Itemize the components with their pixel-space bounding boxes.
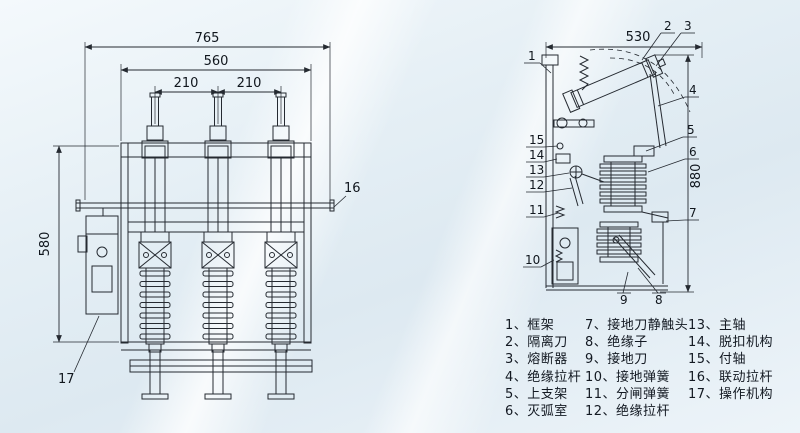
opening-spring xyxy=(554,205,566,219)
svg-text:12: 12 xyxy=(529,178,544,192)
pole-left xyxy=(138,92,172,353)
dim-210-left-label: 210 xyxy=(174,76,199,91)
callout-1: 1 xyxy=(524,49,552,74)
legend-item-1: 1、框架 xyxy=(505,318,555,333)
callout-9: 9 xyxy=(617,271,631,307)
callout-linkage-rod: 16 xyxy=(333,181,361,208)
svg-text:11: 11 xyxy=(529,203,544,217)
legend-item-14: 14、脱扣机构 xyxy=(688,335,774,351)
legend-item-7: 7、接地刀静触头 xyxy=(585,318,689,333)
legend-item-16: 16、联动拉杆 xyxy=(688,369,774,385)
top-spring xyxy=(578,55,590,91)
svg-text:9: 9 xyxy=(620,293,628,307)
legend-item-11: 11、分闸弹簧 xyxy=(585,386,671,402)
callout-14: 14 xyxy=(526,148,558,163)
svg-text:8: 8 xyxy=(655,293,663,307)
insulating-pull-rod xyxy=(649,70,667,149)
legend-item-3: 3、熔断器 xyxy=(505,352,568,368)
pole-right xyxy=(264,92,298,353)
legend-item-12: 12、绝缘拉杆 xyxy=(585,403,671,419)
callout-15: 15 xyxy=(526,133,559,148)
earthing-static-contact xyxy=(641,211,669,284)
legend-item-13: 13、主轴 xyxy=(688,318,747,333)
dim-530-label: 530 xyxy=(626,30,651,45)
earthing-knife xyxy=(612,234,656,279)
callout-16-label: 16 xyxy=(344,181,361,196)
svg-text:1: 1 xyxy=(528,49,536,63)
dim-overall-width: 765 xyxy=(84,31,331,200)
callout-6: 6 xyxy=(647,145,699,173)
pole-middle xyxy=(201,92,235,353)
dim-pole-pitch: 210 210 xyxy=(154,76,282,124)
callout-10: 10 xyxy=(523,253,555,268)
svg-text:15: 15 xyxy=(529,133,544,147)
legend-column-3: 13、主轴 14、脱扣机构 15、付轴 16、联动拉杆 17、操作机构 xyxy=(688,317,773,403)
side-mechanism xyxy=(551,227,579,285)
legend-item-2: 2、隔离刀 xyxy=(505,335,568,351)
dim-560-label: 560 xyxy=(204,54,229,69)
front-view: 765 560 210 210 580 xyxy=(38,31,361,400)
shaft-cluster xyxy=(553,117,605,207)
callout-17-label: 17 xyxy=(58,372,75,387)
legend-item-9: 9、接地刀 xyxy=(585,352,648,368)
svg-text:5: 5 xyxy=(687,123,695,137)
dim-765-label: 765 xyxy=(195,31,220,46)
dim-880-label: 880 xyxy=(689,164,704,189)
legend-item-5: 5、上支架 xyxy=(505,386,568,402)
callout-8: 8 xyxy=(637,267,666,307)
dim-frame-width: 560 xyxy=(120,54,312,141)
callout-7: 7 xyxy=(665,206,699,222)
legend-item-8: 8、绝缘子 xyxy=(585,335,648,351)
parts-legend: 1、框架 2、隔离刀 3、熔断器 4、绝缘拉杆 5、上支架 6、灭弧室 7、接地… xyxy=(498,317,798,429)
legend-item-17: 17、操作机构 xyxy=(688,386,774,402)
dim-210-right-label: 210 xyxy=(237,76,262,91)
callout-12: 12 xyxy=(526,178,573,193)
legend-item-4: 4、绝缘拉杆 xyxy=(505,369,582,385)
legend-column-2: 7、接地刀静触头 8、绝缘子 9、接地刀 10、接地弹簧 11、分闸弹簧 12、… xyxy=(585,317,688,420)
svg-text:10: 10 xyxy=(525,253,540,267)
dim-front-height: 580 xyxy=(38,145,119,343)
side-callouts: 1 2 3 4 5 6 7 xyxy=(523,19,699,307)
svg-text:2: 2 xyxy=(664,19,672,33)
legend-item-6: 6、灭弧室 xyxy=(505,403,568,419)
svg-text:6: 6 xyxy=(689,145,697,159)
operating-mechanism xyxy=(77,208,119,315)
dim-580-label: 580 xyxy=(38,232,53,257)
legend-item-10: 10、接地弹簧 xyxy=(585,369,671,385)
side-view: 530 880 xyxy=(523,19,704,307)
callout-4: 4 xyxy=(657,83,699,107)
svg-text:7: 7 xyxy=(689,206,697,220)
svg-text:4: 4 xyxy=(689,83,697,97)
legend-column-1: 1、框架 2、隔离刀 3、熔断器 4、绝缘拉杆 5、上支架 6、灭弧室 xyxy=(505,317,581,420)
arc-chamber xyxy=(599,155,647,213)
insulator xyxy=(596,221,642,263)
dim-side-height: 880 xyxy=(654,54,704,293)
callout-2: 2 xyxy=(641,19,675,61)
callout-operating-mechanism: 17 xyxy=(58,315,100,387)
svg-text:14: 14 xyxy=(529,148,544,162)
svg-text:3: 3 xyxy=(684,19,692,33)
callout-11: 11 xyxy=(526,203,559,218)
callout-3: 3 xyxy=(655,19,695,67)
upper-bracket xyxy=(633,145,655,157)
svg-text:13: 13 xyxy=(529,163,544,177)
dim-depth: 530 xyxy=(545,30,703,58)
callout-13: 13 xyxy=(526,163,570,178)
side-frame xyxy=(541,54,668,291)
legend-item-15: 15、付轴 xyxy=(688,352,747,368)
earthing-spring xyxy=(554,249,564,263)
fuse-assembly xyxy=(562,54,667,113)
linkage-rod xyxy=(75,199,335,212)
callout-5: 5 xyxy=(645,123,697,152)
